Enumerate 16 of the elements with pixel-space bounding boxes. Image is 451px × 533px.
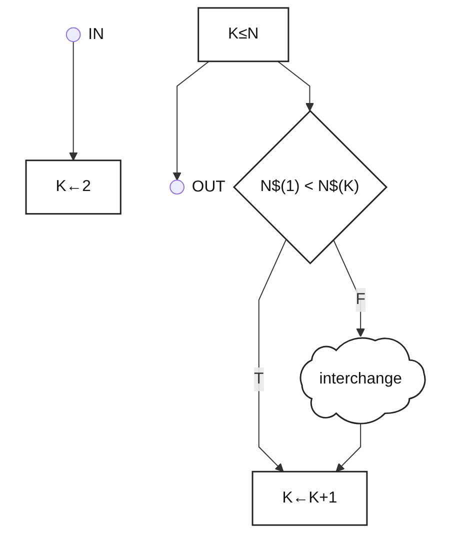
node-box: K←2 bbox=[25, 160, 122, 215]
node-circle bbox=[66, 27, 81, 42]
node-diamond: N$(1) < N$(K) bbox=[232, 110, 388, 264]
arrow bbox=[332, 239, 365, 337]
arrow bbox=[336, 422, 362, 472]
terminal-label: OUT bbox=[192, 178, 226, 196]
arrow bbox=[172, 60, 210, 181]
edge-label: F bbox=[356, 291, 366, 308]
terminal-label: IN bbox=[88, 26, 104, 44]
arrow bbox=[68, 41, 78, 161]
arrow bbox=[277, 60, 314, 112]
node-box: K≤N bbox=[198, 7, 290, 62]
arrow bbox=[258, 239, 287, 472]
node-box: K←K+1 bbox=[252, 470, 368, 526]
node-circle bbox=[170, 180, 184, 195]
edge-label: T bbox=[254, 370, 264, 388]
